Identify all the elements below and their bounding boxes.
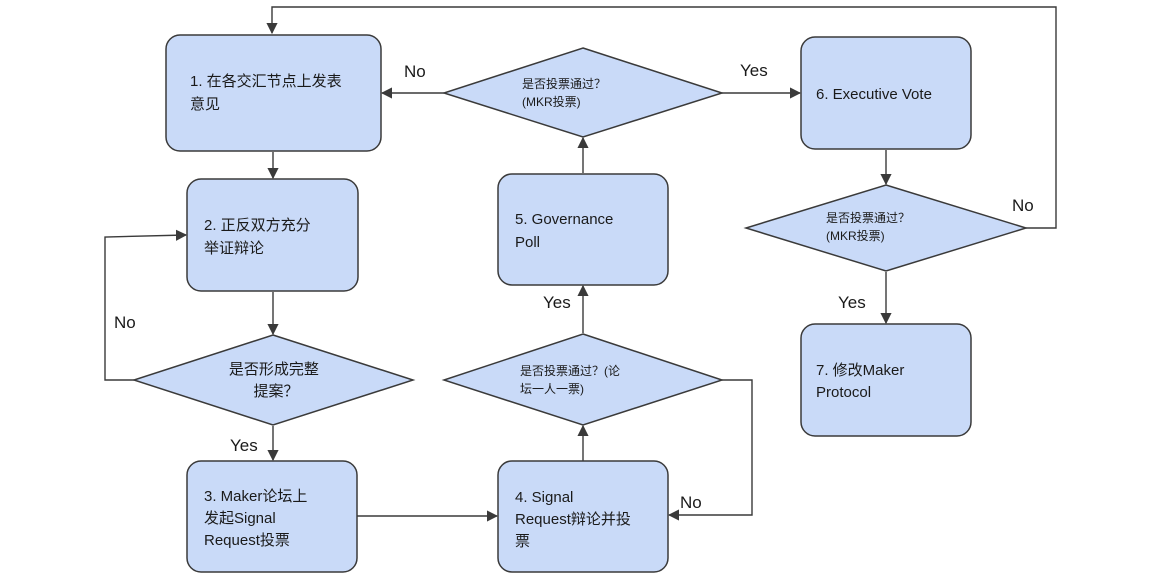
edge-d2-no-n4 — [667, 379, 753, 521]
edge-label-d3-no: No — [404, 62, 426, 81]
decision-2: 是否投票通过？(论 坛一人一票) — [441, 333, 725, 426]
edge-label-d3-yes: Yes — [740, 61, 768, 80]
decision-4: 是否投票通过？ (MKR投票) — [743, 184, 1029, 272]
node-6-label: 6. Executive Vote — [816, 86, 932, 103]
decision-1-label: 是否形成完整 提案？ — [229, 361, 323, 400]
decision-3-label: 是否投票通过？ (MKR投票) — [522, 76, 609, 109]
node-3-label: 3. Maker论坛上 发起Signal Request投票 — [204, 488, 312, 549]
edge-label-d2-yes: Yes — [543, 293, 571, 312]
decision-4-label: 是否投票通过？ (MKR投票) — [826, 210, 913, 243]
node-7-label: 7. 修改Maker Protocol — [816, 362, 909, 401]
node-3: 3. Maker论坛上 发起Signal Request投票 — [186, 460, 358, 573]
edge-label-d1-yes: Yes — [230, 436, 258, 455]
edges — [104, 6, 1057, 522]
node-5: 5. Governance Poll — [497, 173, 669, 286]
node-7: 7. 修改Maker Protocol — [800, 323, 972, 437]
node-2-label: 2. 正反双方充分 举证辩论 — [204, 217, 315, 257]
edge-label-d2-no: No — [680, 493, 702, 512]
edge-d1-no-n2 — [104, 229, 188, 381]
node-2: 2. 正反双方充分 举证辩论 — [186, 178, 359, 292]
decision-2-label: 是否投票通过？(论 坛一人一票) — [520, 363, 623, 396]
node-1-label: 1. 在各交汇节点上发表 意见 — [190, 72, 346, 113]
node-5-label: 5. Governance Poll — [515, 211, 618, 251]
edge-label-d4-no: No — [1012, 196, 1034, 215]
node-6: 6. Executive Vote — [800, 36, 972, 150]
decision-3: 是否投票通过？ (MKR投票) — [441, 47, 725, 138]
node-4: 4. Signal Request辩论并投 票 — [497, 460, 669, 573]
edge-label-d1-no: No — [114, 313, 136, 332]
node-1: 1. 在各交汇节点上发表 意见 — [165, 34, 382, 152]
decision-1: 是否形成完整 提案？ — [131, 334, 416, 426]
node-4-label: 4. Signal Request辩论并投 票 — [515, 489, 635, 550]
edge-labels: No Yes No Yes Yes No No Yes — [114, 61, 1034, 512]
edge-label-d4-yes: Yes — [838, 293, 866, 312]
edge-d4-no-n1 — [266, 6, 1057, 229]
